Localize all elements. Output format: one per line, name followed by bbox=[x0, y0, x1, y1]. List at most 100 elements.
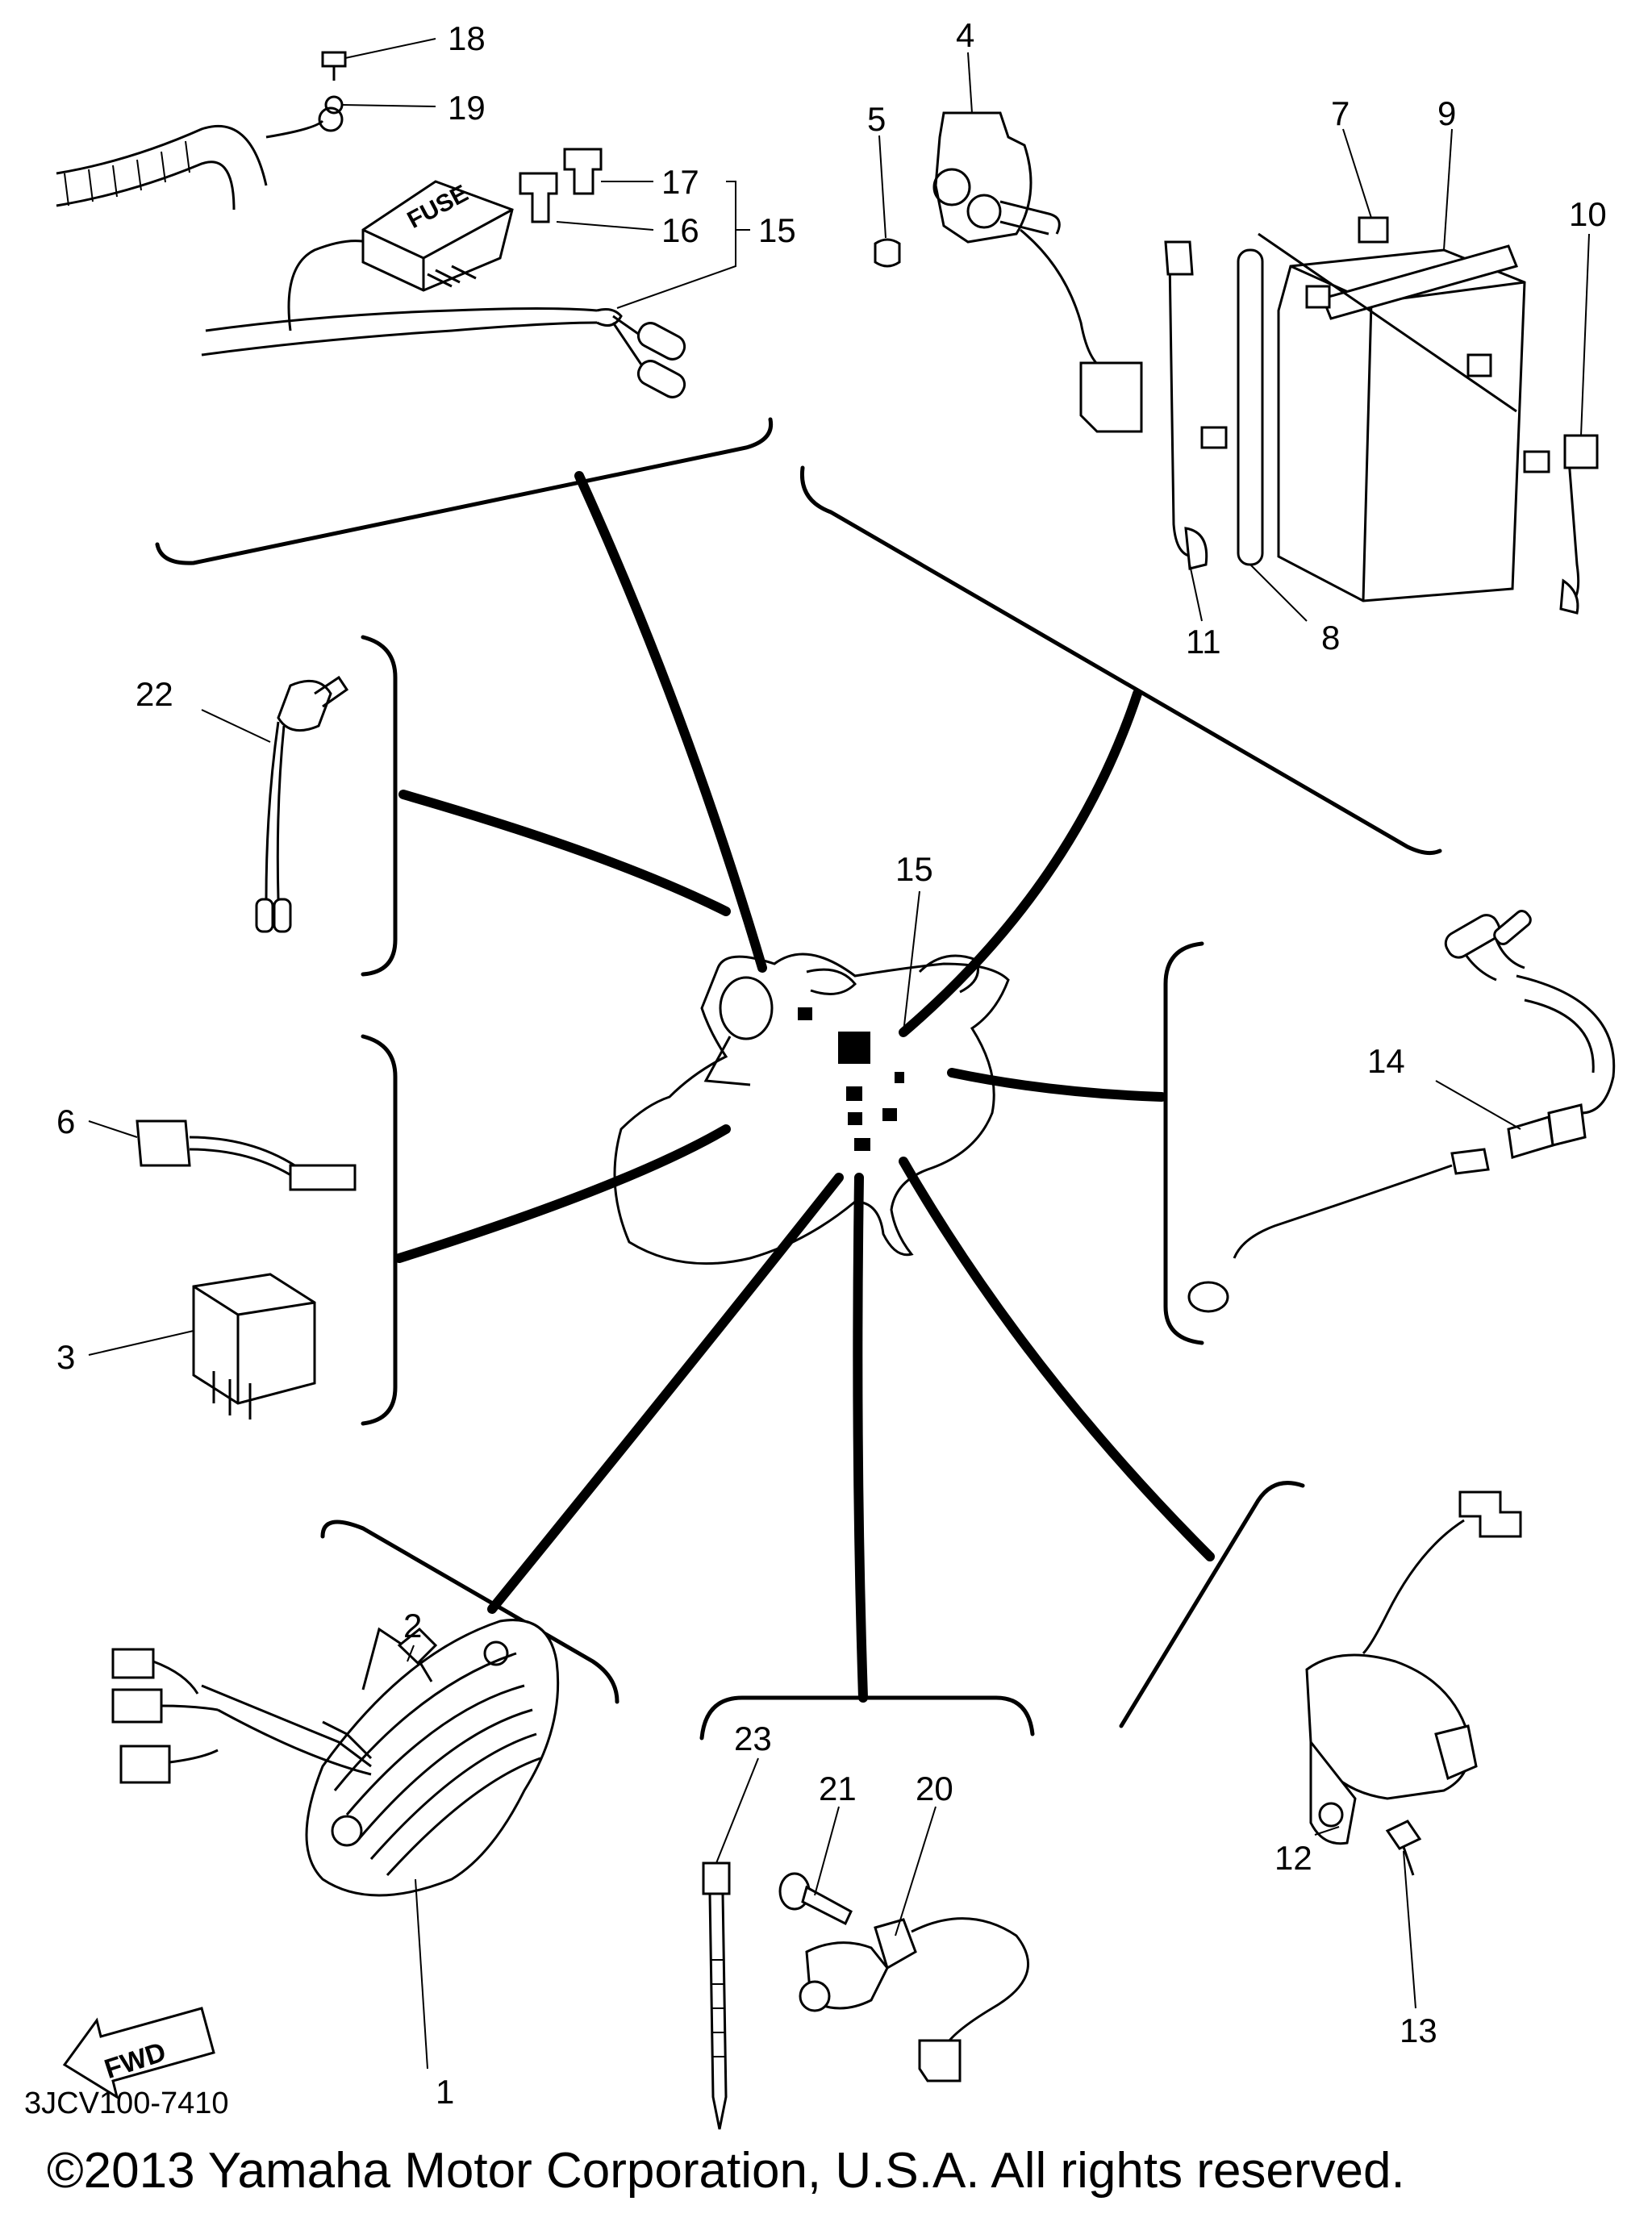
relay-3-edges bbox=[193, 1285, 315, 1403]
bolt-2-shank bbox=[418, 1661, 433, 1682]
callout-14: 14 bbox=[1367, 1042, 1405, 1080]
ground-lead bbox=[265, 119, 324, 139]
sensor-terminal-1 bbox=[255, 898, 274, 933]
callout-3: 3 bbox=[56, 1338, 75, 1376]
ground-terminal bbox=[318, 106, 344, 132]
fuse-16 bbox=[519, 172, 558, 223]
cable-11 bbox=[1168, 257, 1195, 558]
bolt-2-head bbox=[397, 1627, 438, 1665]
harness-main-upper bbox=[205, 307, 598, 332]
callout-17: 17 bbox=[661, 163, 699, 201]
neutral-switch-bracket bbox=[874, 1918, 917, 1970]
harness-main-lower bbox=[201, 321, 598, 356]
hub-part-d bbox=[882, 1108, 897, 1121]
callout-20: 20 bbox=[916, 1770, 953, 1807]
callout-12: 12 bbox=[1274, 1839, 1312, 1877]
harness-wrap-upper bbox=[56, 124, 268, 186]
starter-relay-body bbox=[934, 111, 1032, 244]
rectifier-fins bbox=[333, 1652, 541, 1877]
connector-battery bbox=[899, 689, 1142, 1037]
panel-bottom-center bbox=[699, 1695, 1035, 1740]
rectifier-connector-3 bbox=[119, 1745, 171, 1784]
screw-13-shank bbox=[1402, 1846, 1415, 1876]
switch-14-body bbox=[1547, 1103, 1587, 1147]
bolt-2-leader bbox=[361, 1627, 404, 1690]
cable-10-lug bbox=[1559, 578, 1579, 615]
battery-terminal-plus bbox=[1305, 285, 1331, 309]
callout-21: 21 bbox=[819, 1770, 857, 1807]
switch-14-sleeve bbox=[1516, 974, 1616, 1115]
callout-11: 11 bbox=[1186, 623, 1221, 661]
sensor-body bbox=[277, 679, 332, 732]
callout-18: 18 bbox=[448, 19, 486, 57]
connector-relays bbox=[394, 1124, 731, 1263]
sensor-tip bbox=[314, 675, 349, 708]
screw-21-shank bbox=[801, 1885, 853, 1926]
fuse-box: FUSE bbox=[361, 180, 514, 292]
lead-connector-2 bbox=[636, 360, 686, 398]
relay-terminal-b bbox=[966, 194, 1002, 229]
panel-top-right bbox=[799, 465, 1442, 856]
cable-10-terminal bbox=[1563, 434, 1599, 469]
battery-assembly bbox=[1237, 216, 1526, 602]
relay-terminal-a bbox=[932, 168, 971, 206]
fuse-box-location bbox=[838, 1032, 870, 1064]
copyright-notice: ©2013 Yamaha Motor Corporation, U.S.A. A… bbox=[47, 2143, 1405, 2199]
leader-lines bbox=[88, 38, 1590, 2070]
hub-part-b bbox=[846, 1086, 862, 1101]
hub-part-a bbox=[798, 1007, 812, 1020]
lead-6-connector-a bbox=[136, 1119, 191, 1167]
screw-13-head bbox=[1385, 1820, 1422, 1850]
cable-11-connector bbox=[1200, 426, 1228, 449]
switch-14 bbox=[1187, 910, 1616, 1313]
fwd-arrow-shape bbox=[62, 2007, 215, 2100]
vehicle-seat bbox=[806, 968, 857, 995]
cable-10-connector bbox=[1523, 450, 1550, 473]
fuse-17 bbox=[563, 148, 603, 195]
screw-21 bbox=[778, 1872, 853, 1926]
connector-lines bbox=[394, 471, 1215, 1703]
harness-wrap-lower bbox=[56, 161, 236, 211]
connector-main-switch bbox=[899, 1157, 1215, 1561]
callout-6: 6 bbox=[56, 1103, 75, 1140]
connector-sensor bbox=[398, 790, 731, 916]
rectifier-connector-1 bbox=[111, 1648, 155, 1679]
panel-bottom-right bbox=[1119, 1481, 1305, 1728]
callout-13: 13 bbox=[1400, 2011, 1437, 2049]
callout-9: 9 bbox=[1437, 94, 1456, 132]
panel-left-upper bbox=[361, 635, 398, 977]
callout-5: 5 bbox=[867, 100, 886, 138]
sensor-terminal-2 bbox=[273, 898, 292, 933]
callout-8: 8 bbox=[1321, 619, 1340, 657]
cable-tie-23 bbox=[702, 1861, 731, 2130]
lead-6-connector-b bbox=[289, 1164, 357, 1191]
main-switch-connector bbox=[1458, 1490, 1522, 1538]
callout-labels: 18 19 17 16 15 4 5 7 9 10 11 8 22 15 6 3… bbox=[56, 16, 1607, 2111]
relay-lead bbox=[1020, 228, 1110, 373]
switch-14-eyelet bbox=[1187, 1281, 1229, 1313]
main-switch-bracket-hole bbox=[1318, 1802, 1344, 1828]
connector-switch bbox=[947, 1068, 1166, 1102]
vehicle-fender-left bbox=[719, 976, 774, 1040]
main-switch-12 bbox=[1305, 1490, 1522, 1876]
battery-breather-8 bbox=[1237, 248, 1264, 566]
callout-22: 22 bbox=[136, 675, 173, 713]
vehicle-handlebar bbox=[918, 954, 979, 994]
vehicle-outline bbox=[613, 953, 1010, 1265]
rectifier-connector-leads bbox=[152, 1660, 219, 1764]
rectifier-wires bbox=[201, 1684, 373, 1776]
sensor-wires bbox=[265, 721, 286, 900]
harness-end bbox=[596, 308, 623, 327]
panel-top-left bbox=[155, 417, 774, 565]
main-switch-bracket bbox=[1309, 1738, 1357, 1845]
relay-3-pins bbox=[212, 1371, 252, 1419]
switch-14-plunger bbox=[1450, 1148, 1490, 1175]
switch-14-connector-b bbox=[1493, 910, 1532, 945]
bolt-18 bbox=[321, 51, 347, 68]
cable-tie-head bbox=[702, 1861, 731, 1895]
main-switch-key-slot bbox=[1434, 1724, 1478, 1781]
callout-16: 16 bbox=[661, 211, 699, 249]
connector-rectifier bbox=[487, 1173, 844, 1614]
battery-cap-7 bbox=[1358, 216, 1389, 244]
connector-neutral-switch bbox=[853, 1173, 868, 1703]
